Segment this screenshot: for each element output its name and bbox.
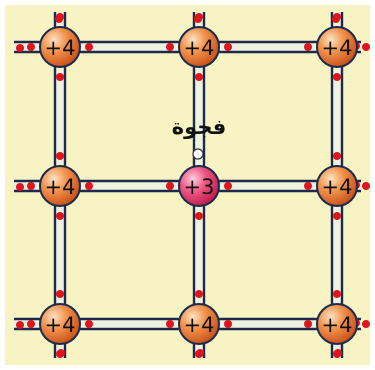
electron	[194, 15, 202, 23]
hole-label: فجوة	[172, 115, 226, 139]
electron	[224, 320, 232, 328]
electron	[85, 182, 93, 190]
electron	[56, 290, 64, 298]
electron	[16, 44, 24, 52]
electron	[333, 290, 341, 298]
electron	[362, 320, 370, 328]
electron	[56, 212, 64, 220]
electron	[304, 320, 312, 328]
electron	[196, 349, 204, 357]
electron	[333, 152, 341, 160]
electron	[27, 43, 35, 51]
electron	[55, 15, 63, 23]
atom-label: +4	[45, 175, 76, 199]
atom-label: +3	[184, 175, 215, 199]
electron	[334, 349, 342, 357]
electron	[333, 73, 341, 81]
atom: +4	[179, 304, 219, 344]
atom-label: +4	[322, 36, 353, 60]
electron	[57, 349, 65, 357]
electron	[166, 43, 174, 51]
electron	[27, 182, 35, 190]
electron	[85, 320, 93, 328]
electron	[195, 73, 203, 81]
electron	[56, 73, 64, 81]
electron	[195, 212, 203, 220]
electron	[166, 320, 174, 328]
electron	[362, 182, 370, 190]
electron	[16, 321, 24, 329]
electron	[56, 152, 64, 160]
electron	[224, 182, 232, 190]
electron	[27, 320, 35, 328]
atom-label: +4	[184, 36, 215, 60]
atom: +4	[40, 304, 80, 344]
atom: +4	[179, 27, 219, 67]
electron	[304, 182, 312, 190]
electron	[362, 43, 370, 51]
atom-label: +4	[322, 313, 353, 337]
atom-label: +4	[322, 175, 353, 199]
electron	[332, 15, 340, 23]
atom-label: +4	[45, 36, 76, 60]
atom-label: +4	[45, 313, 76, 337]
hole-circle	[193, 149, 203, 159]
electron	[166, 182, 174, 190]
electron	[16, 183, 24, 191]
atom: +4	[40, 166, 80, 206]
electron	[195, 290, 203, 298]
atom: +4	[317, 166, 357, 206]
acceptor-atom: +3	[179, 166, 219, 206]
electron	[333, 212, 341, 220]
atom: +4	[317, 304, 357, 344]
atom: +4	[40, 27, 80, 67]
atom: +4	[317, 27, 357, 67]
electron	[224, 43, 232, 51]
electron	[304, 43, 312, 51]
electron	[85, 43, 93, 51]
atom-label: +4	[184, 313, 215, 337]
